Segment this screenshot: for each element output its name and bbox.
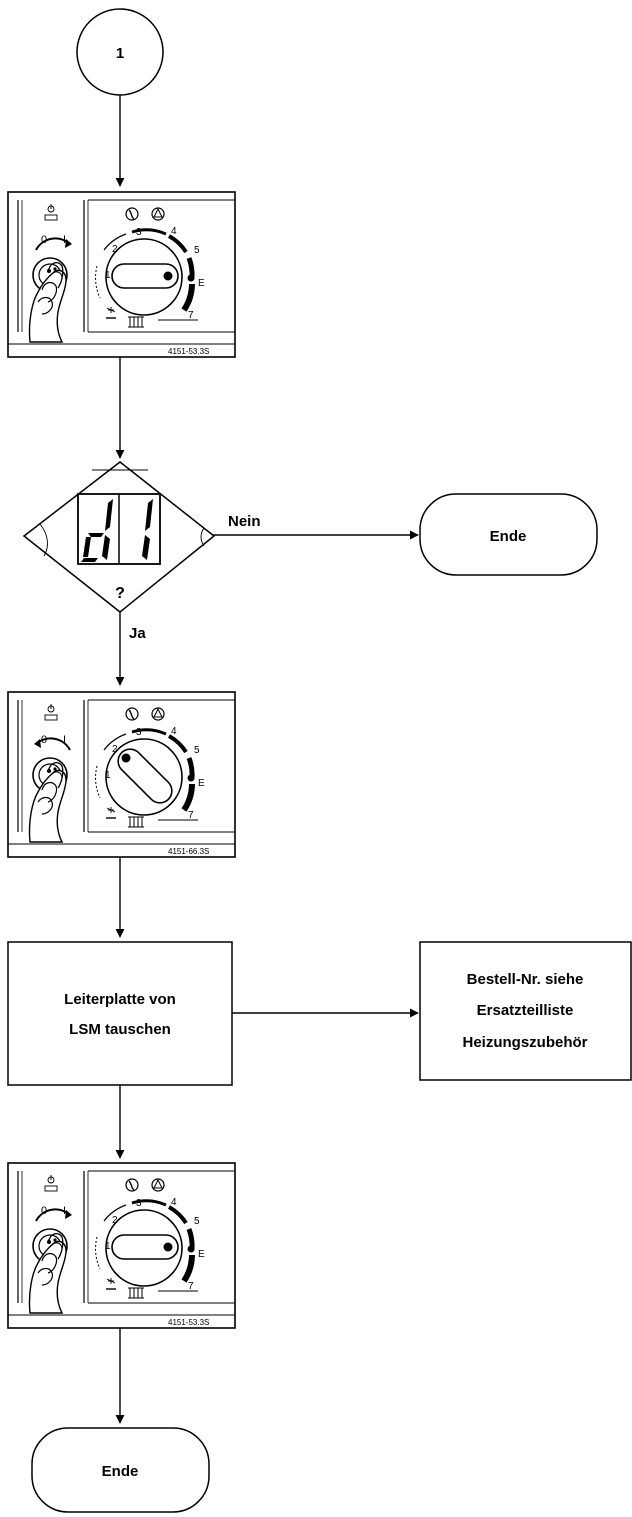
end-right-label: Ende (490, 528, 527, 545)
dial-label-4: 4 (171, 726, 177, 737)
dial-label-5: 5 (194, 745, 200, 756)
dial-label-3: 3 (136, 727, 142, 738)
display-digit-d (81, 499, 113, 562)
end-terminal-right: Ende (419, 493, 598, 576)
control-panel-3: 0 I 1 2 3 4 5 E 7 4151-53.3S (8, 1163, 235, 1328)
edge-label-no: Nein (228, 513, 261, 530)
dial-label-7: 7 (188, 1281, 194, 1292)
info-line-1: Bestell-Nr. siehe (467, 971, 584, 988)
switch-off-label: 0 (41, 234, 47, 246)
panel-code: 4151-66.3S (168, 847, 209, 856)
edge-label-yes: Ja (129, 625, 146, 642)
start-connector: 1 (76, 8, 164, 96)
panel-code: 4151-53.3S (168, 347, 209, 356)
process-line-2: LSM tauschen (69, 1021, 171, 1038)
dial-label-2: 2 (112, 744, 118, 755)
decision-question: ? (115, 585, 125, 602)
dial-label-e: E (198, 778, 205, 789)
dial-label-2: 2 (112, 244, 118, 255)
switch-off-label: 0 (41, 1205, 47, 1217)
dial-label-5: 5 (194, 245, 200, 256)
dial-label-2: 2 (112, 1215, 118, 1226)
end-terminal-bottom: Ende (31, 1427, 210, 1513)
panel-code: 4151-53.3S (168, 1318, 209, 1327)
dial-label-3: 3 (136, 1198, 142, 1209)
switch-off-label: 0 (41, 734, 47, 746)
process-line-1: Leiterplatte von (64, 991, 176, 1008)
process-box: Leiterplatte von LSM tauschen (7, 941, 233, 1086)
dial-label-3: 3 (136, 227, 142, 238)
dial-label-7: 7 (188, 810, 194, 821)
info-line-3: Heizungszubehör (462, 1034, 587, 1051)
control-panel-1: 0 I 1 2 3 4 5 E 7 4151-53.3S (8, 192, 235, 357)
dial-label-1: 1 (105, 770, 111, 781)
dial-label-e: E (198, 1249, 205, 1260)
switch-on-label: I (63, 1205, 66, 1217)
display-digit-1 (142, 499, 153, 560)
dial-label-4: 4 (171, 1197, 177, 1208)
switch-on-label: I (63, 234, 66, 246)
end-bottom-label: Ende (102, 1463, 139, 1480)
dial-label-7: 7 (188, 310, 194, 321)
start-connector-label: 1 (116, 45, 124, 62)
dial-label-1: 1 (105, 270, 111, 281)
control-panel-2: 0 I 1 2 3 4 5 E 7 4151-66.3S (8, 692, 235, 857)
info-line-2: Ersatzteilliste (477, 1002, 574, 1019)
switch-on-label: I (63, 734, 66, 746)
dial-label-e: E (198, 278, 205, 289)
dial-label-5: 5 (194, 1216, 200, 1227)
decision-diamond: ? (22, 461, 216, 613)
info-box: Bestell-Nr. siehe Ersatzteilliste Heizun… (419, 941, 632, 1081)
dial-label-4: 4 (171, 226, 177, 237)
dial-label-1: 1 (105, 1241, 111, 1252)
